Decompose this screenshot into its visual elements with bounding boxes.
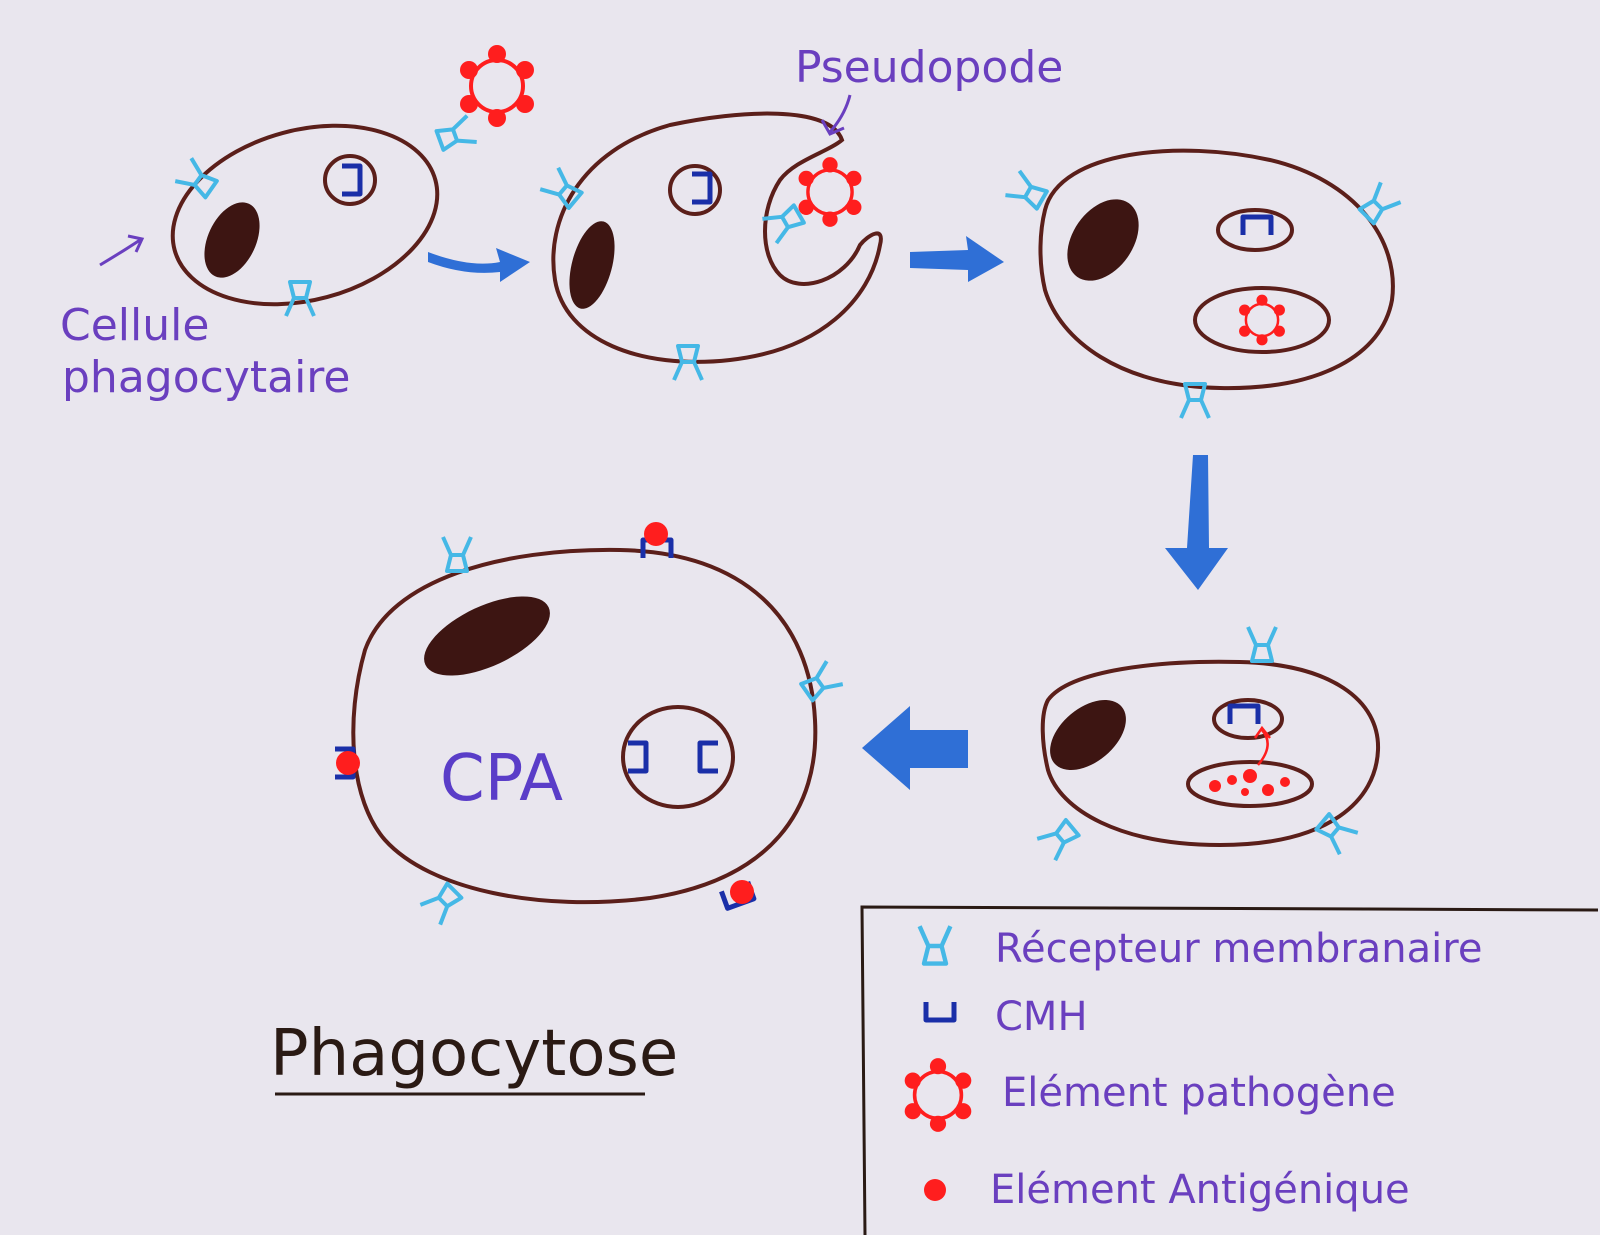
cmh-icon (700, 743, 718, 771)
phagosome (1186, 760, 1314, 808)
cell-membrane (170, 123, 440, 307)
pathogen-icon (902, 1056, 974, 1134)
receptor-icon (433, 113, 479, 156)
cell-membrane (351, 547, 818, 905)
legend-item-pathogen: Elément pathogène (902, 1056, 1396, 1134)
cmh-icon (628, 743, 646, 771)
vesicle (1216, 208, 1294, 252)
pathogen-icon (1237, 293, 1287, 347)
cpa-label: CPA (440, 742, 563, 816)
phagosome (1193, 286, 1331, 354)
cmh-antigen-complex (721, 880, 754, 908)
transport-arrow (1253, 725, 1271, 766)
vesicle (323, 154, 377, 206)
receptor-icon (920, 926, 951, 963)
cell-label-line2: phagocytaire (62, 352, 351, 403)
legend: Récepteur membranaire CMH Elément pathog… (860, 905, 1599, 1235)
legend-label-cmh: CMH (995, 994, 1088, 1040)
receptor-icon (173, 156, 222, 203)
pseudopode-label: Pseudopode (795, 42, 1063, 93)
flow-arrow-2 (910, 236, 1004, 282)
flow-arrow-3 (1165, 455, 1228, 590)
cmh-icon (692, 174, 710, 202)
cell-membrane (1040, 659, 1381, 848)
label-pointer-arrow (99, 234, 145, 267)
flow-arrow-4 (862, 706, 968, 790)
legend-label-antigen: Elément Antigénique (990, 1167, 1410, 1213)
cell-membrane (551, 111, 883, 364)
receptor-icon (1357, 182, 1401, 226)
cmh-antigen-complex (643, 522, 671, 558)
pathogen-icon (458, 43, 536, 129)
antigen-fragments (1209, 769, 1290, 796)
antigen-dot-icon (924, 1179, 946, 1201)
cmh-icon (926, 1002, 954, 1020)
cmh-icon (342, 166, 360, 194)
vesicle (668, 164, 722, 216)
receptor-icon (1246, 625, 1278, 663)
receptor-icon (1035, 814, 1084, 863)
nucleus (1050, 699, 1126, 771)
cmh-icon (1243, 217, 1271, 235)
legend-item-antigen: Elément Antigénique (924, 1167, 1410, 1213)
flow-arrow-1 (428, 248, 530, 282)
legend-label-receptor: Récepteur membranaire (995, 926, 1482, 972)
receptor-icon (538, 165, 587, 214)
pathogen-icon (796, 155, 864, 229)
legend-frame (860, 905, 1599, 1235)
pseudopode-pointer-arrow (820, 94, 852, 136)
legend-label-pathogen: Elément pathogène (1002, 1070, 1396, 1116)
cmh-antigen-complex (335, 749, 360, 777)
nucleus (424, 596, 550, 676)
vesicle (1212, 698, 1284, 740)
nucleus (1067, 199, 1139, 281)
receptor-icon (441, 535, 473, 573)
legend-item-receptor: Récepteur membranaire (920, 926, 1482, 972)
cell-stage-2: Pseudopode (538, 42, 1063, 382)
nucleus (569, 221, 615, 309)
cell-label-line1: Cellule (60, 300, 209, 351)
vesicle (621, 705, 735, 809)
cell-stage-1: Cellule phagocytaire (60, 43, 536, 403)
cmh-icon (1230, 706, 1258, 724)
cell-stage-3 (1003, 148, 1401, 420)
receptor-icon (420, 881, 464, 925)
cell-stage-5-cpa: CPA (335, 522, 845, 925)
nucleus (204, 202, 260, 278)
cell-stage-4 (1035, 625, 1381, 863)
receptor-icon (1003, 168, 1051, 215)
diagram-title: Phagocytose (270, 1017, 678, 1091)
cell-membrane (1038, 148, 1395, 391)
receptor-icon (1179, 382, 1211, 420)
legend-item-cmh: CMH (926, 994, 1088, 1040)
